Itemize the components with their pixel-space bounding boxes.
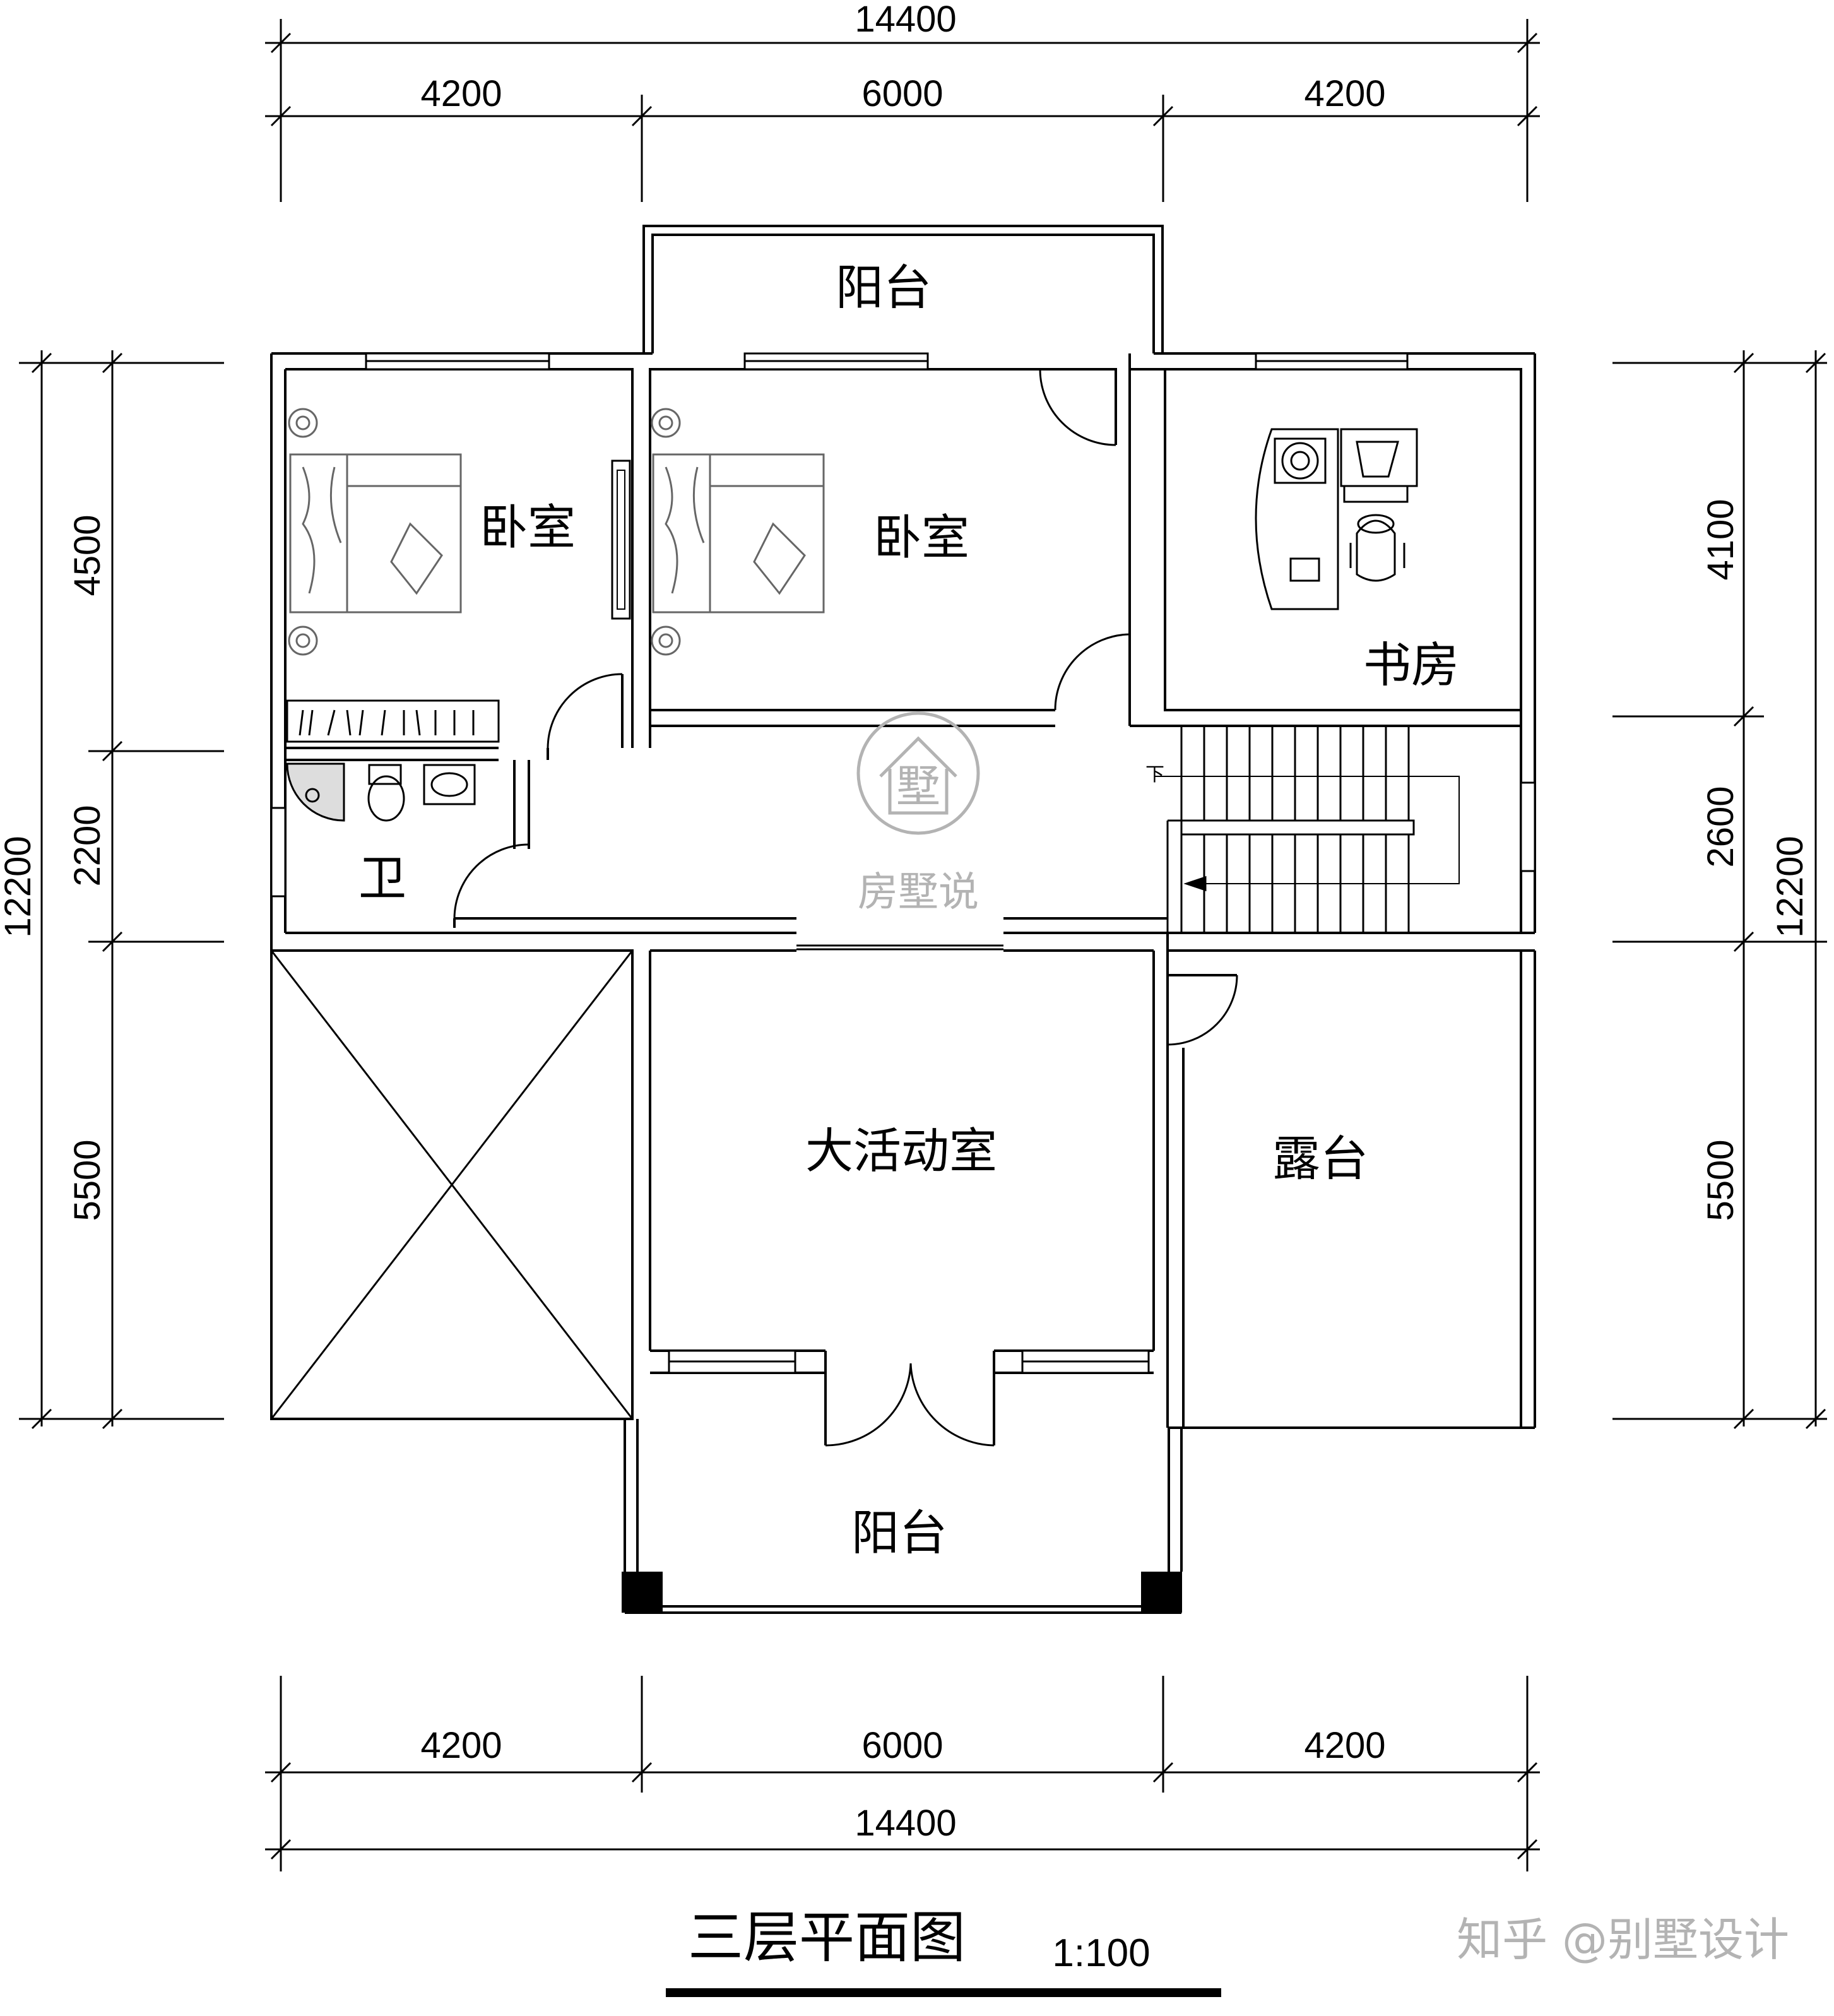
dim-right-seg-1: 4100 <box>1700 499 1741 580</box>
dim-top-seg-3: 4200 <box>1304 73 1385 114</box>
bed-center <box>651 408 825 656</box>
room-label-study: 书房 <box>1363 637 1459 693</box>
dim-top-total: 14400 <box>855 0 956 40</box>
right-dimensions <box>1612 350 1827 1430</box>
credit-watermark: 知乎 @别墅设计 <box>1457 1913 1789 1966</box>
dim-bottom-total: 14400 <box>855 1803 956 1844</box>
room-label-bedroom-center: 卧室 <box>873 509 969 566</box>
windows <box>270 352 1536 1374</box>
dim-bottom-seg-1: 4200 <box>420 1725 502 1766</box>
dim-right-seg-2: 2600 <box>1700 786 1741 867</box>
closet-west <box>286 699 500 743</box>
dim-bottom-seg-2: 6000 <box>861 1725 943 1766</box>
watermark-logo <box>856 711 980 835</box>
dim-left-seg-3: 5500 <box>67 1139 108 1221</box>
dim-left-seg-1: 4500 <box>67 514 108 596</box>
room-label-terrace: 露台 <box>1272 1130 1368 1187</box>
bottom-dimensions <box>265 1676 1540 1871</box>
dim-top-seg-1: 4200 <box>420 73 502 114</box>
column-left <box>622 1572 663 1613</box>
wardrobe-tv-inner <box>617 470 625 610</box>
title-underline <box>666 1988 1221 1997</box>
drawing-scale: 1:100 <box>1052 1931 1150 1975</box>
bathroom-fixtures <box>286 762 476 822</box>
room-label-bathroom: 卫 <box>358 850 406 906</box>
column-right <box>1141 1572 1182 1613</box>
dim-top-seg-2: 6000 <box>861 73 943 114</box>
bed-west <box>288 408 462 656</box>
top-dimensions <box>265 19 1540 202</box>
watermark-brand: 房墅说 <box>858 869 979 916</box>
room-label-balcony-north: 阳台 <box>836 259 932 316</box>
dim-right-total: 12200 <box>1770 836 1811 937</box>
room-label-bedroom-west: 卧室 <box>480 499 576 555</box>
room-label-balcony-south: 阳台 <box>851 1505 947 1561</box>
study-desk <box>1255 428 1418 610</box>
dim-bottom-seg-3: 4200 <box>1304 1725 1385 1766</box>
left-dimensions <box>19 350 224 1430</box>
stair-down-label: 下 <box>1145 764 1164 786</box>
dim-right-seg-3: 5500 <box>1700 1139 1741 1221</box>
watermark-logo-text: 墅 <box>896 761 940 812</box>
staircase <box>1155 725 1460 933</box>
dim-left-total: 12200 <box>0 836 38 937</box>
drawing-title: 三层平面图 <box>688 1905 966 1970</box>
wardrobe-tv <box>611 460 631 620</box>
dim-left-seg-2: 2200 <box>67 805 108 886</box>
room-label-activity-room: 大活动室 <box>805 1123 997 1179</box>
